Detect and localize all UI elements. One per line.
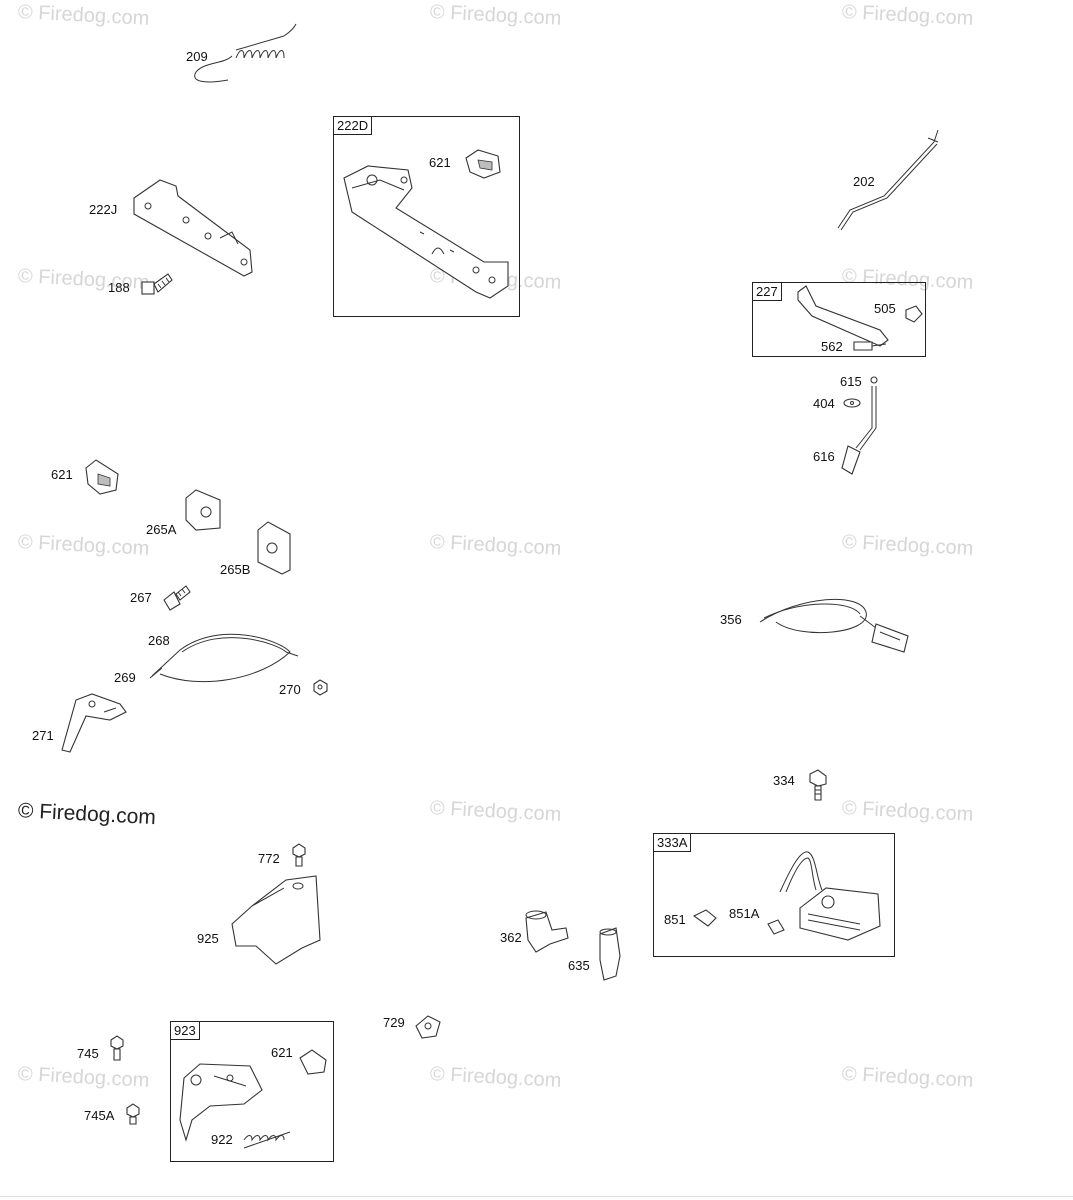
part-label-404: 404	[813, 396, 835, 411]
part-265A-block-illustration	[185, 489, 221, 531]
part-label-269: 269	[114, 670, 136, 685]
part-label-616: 616	[813, 449, 835, 464]
part-267-screw-illustration	[163, 585, 191, 611]
part-270-nut-illustration	[313, 679, 328, 696]
part-label-270: 270	[279, 682, 301, 697]
part-729-clip-illustration	[415, 1015, 441, 1039]
group-tag-333A: 333A	[654, 834, 692, 852]
part-label-265B: 265B	[220, 562, 251, 577]
group-box-222D: 222D	[333, 116, 520, 317]
part-label-334: 334	[773, 773, 795, 788]
part-745-bolt-illustration	[110, 1035, 124, 1061]
group-tag-227: 227	[753, 283, 782, 301]
part-label-621: 621	[271, 1045, 293, 1060]
part-227-lever-illustration	[797, 285, 923, 351]
part-222J-bracket-illustration	[133, 179, 253, 277]
part-621-clip-illustration	[85, 459, 119, 495]
part-label-745: 745	[77, 1046, 99, 1061]
part-923-bracket-illustration	[179, 1049, 327, 1149]
part-label-265A: 265A	[146, 522, 177, 537]
group-box-923: 923	[170, 1021, 334, 1162]
part-label-209: 209	[186, 49, 208, 64]
part-209-spring-illustration	[194, 23, 297, 83]
part-label-772: 772	[258, 851, 280, 866]
part-333A-coil-illustration	[692, 851, 881, 941]
part-label-222J: 222J	[89, 202, 118, 217]
part-265B-plate-illustration	[257, 521, 291, 575]
part-202-rod-illustration	[837, 129, 939, 231]
part-label-362: 362	[500, 930, 522, 945]
part-label-729: 729	[383, 1015, 405, 1030]
part-label-505: 505	[874, 301, 896, 316]
group-tag-923: 923	[171, 1022, 200, 1040]
part-label-188: 188	[108, 280, 130, 295]
part-772-bolt-illustration	[292, 843, 306, 867]
part-label-615: 615	[840, 374, 862, 389]
part-label-271: 271	[32, 728, 54, 743]
part-745A-bolt-illustration	[126, 1103, 140, 1125]
group-box-227: 227	[752, 282, 926, 357]
part-label-621: 621	[429, 155, 451, 170]
part-label-562: 562	[821, 339, 843, 354]
part-222D-bracket-illustration	[343, 165, 509, 299]
part-356-wire-illustration	[759, 598, 909, 653]
part-label-745A: 745A	[84, 1108, 115, 1123]
part-label-621: 621	[51, 467, 73, 482]
part-label-356: 356	[720, 612, 742, 627]
group-tag-222D: 222D	[334, 117, 373, 135]
part-616-rod-illustration	[841, 376, 878, 475]
part-362-elbow-illustration	[525, 910, 569, 953]
part-635-boot-illustration	[599, 927, 621, 981]
bottom-divider	[0, 1196, 1073, 1197]
part-label-922: 922	[211, 1132, 233, 1147]
part-label-635: 635	[568, 958, 590, 973]
group-box-333A: 333A	[653, 833, 895, 957]
part-label-851: 851	[664, 912, 686, 927]
part-label-925: 925	[197, 931, 219, 946]
part-621-clip-illustration	[465, 149, 501, 179]
part-label-851A: 851A	[729, 906, 760, 921]
part-label-202: 202	[853, 174, 875, 189]
part-268-cable-illustration	[149, 633, 299, 683]
part-271-bracket-illustration	[61, 693, 127, 753]
part-label-267: 267	[130, 590, 152, 605]
part-188-bolt-illustration	[141, 273, 173, 295]
part-925-cover-illustration	[231, 875, 321, 965]
part-label-268: 268	[148, 633, 170, 648]
part-334-bolt-illustration	[809, 769, 827, 801]
